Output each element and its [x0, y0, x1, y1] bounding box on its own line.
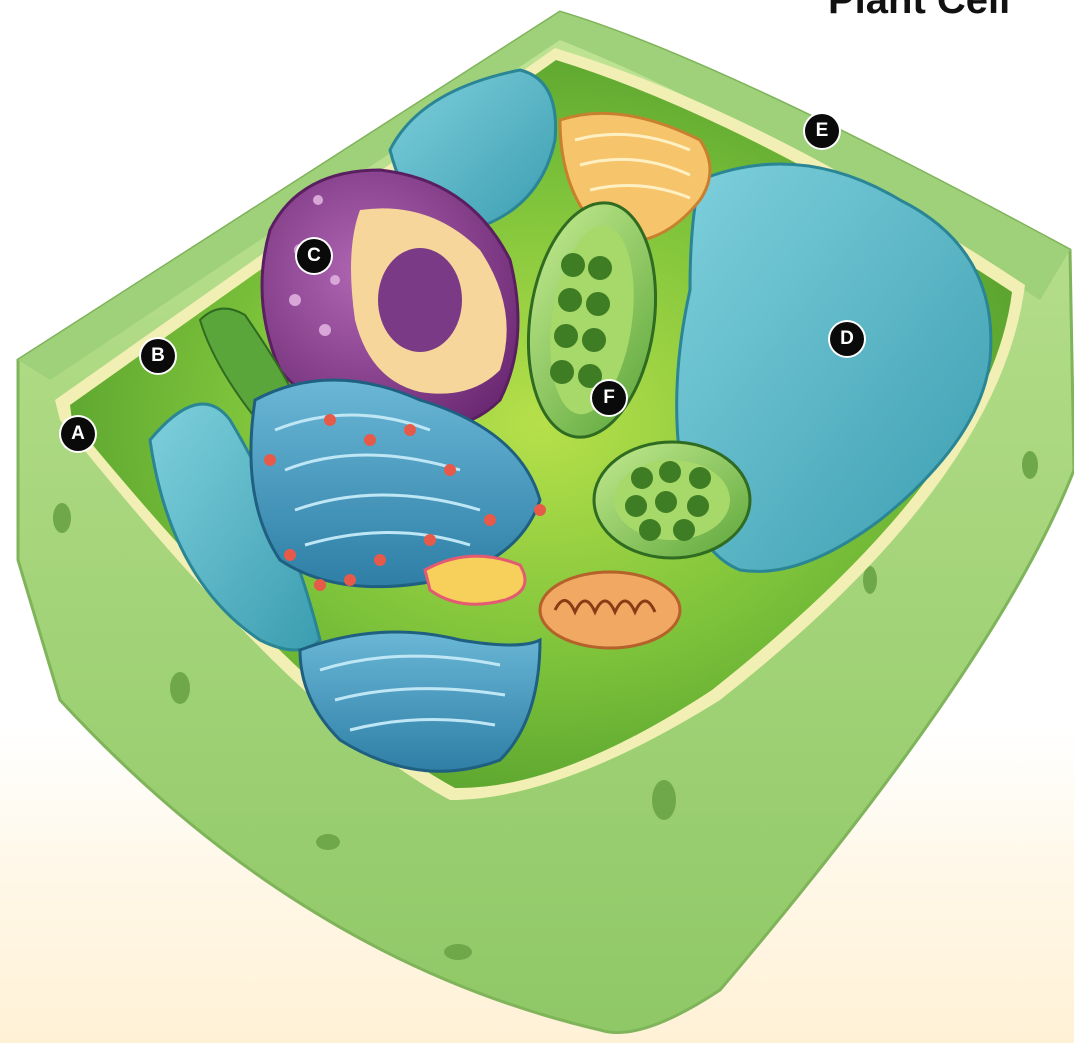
wall-pit: [170, 672, 190, 704]
wall-pit: [863, 566, 877, 594]
wall-pit: [316, 834, 340, 850]
vesicle: [425, 556, 525, 604]
label-marker-b: B: [141, 339, 175, 373]
nucleolus: [378, 248, 462, 352]
wall-pit: [652, 780, 676, 820]
label-marker-a: A: [61, 417, 95, 451]
chloroplast: [594, 442, 750, 558]
diagram-title: Plant Cell: [828, 0, 1010, 23]
mitochondrion: [540, 572, 680, 648]
wall-pit: [1022, 451, 1038, 479]
label-marker-f: F: [592, 381, 626, 415]
label-marker-d: D: [830, 322, 864, 356]
wall-pit: [53, 503, 71, 533]
wall-pit: [444, 944, 472, 960]
label-marker-e: E: [805, 114, 839, 148]
label-marker-c: C: [297, 239, 331, 273]
